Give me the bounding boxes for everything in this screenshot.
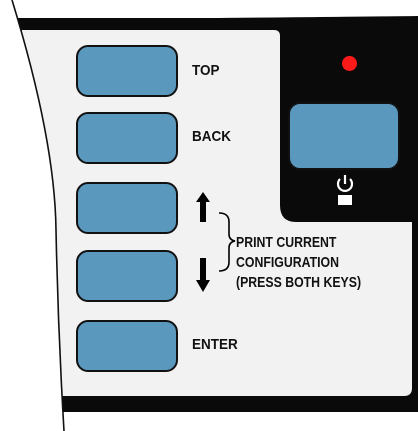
enter-label: ENTER [192, 336, 238, 353]
enter-button[interactable] [76, 320, 178, 372]
down-button[interactable] [76, 250, 178, 302]
back-button[interactable] [76, 112, 178, 164]
back-label: BACK [192, 128, 232, 145]
up-button[interactable] [76, 182, 178, 234]
top-label: TOP [192, 62, 220, 79]
print-configuration-label: PRINT CURRENT CONFIGURATION (PRESS BOTH … [236, 234, 362, 291]
top-button[interactable] [76, 45, 178, 97]
brace-icon [218, 212, 236, 272]
power-button[interactable] [288, 102, 400, 170]
status-led-icon [342, 56, 357, 71]
power-icon [336, 175, 354, 205]
up-arrow-icon [196, 192, 210, 222]
down-arrow-icon [196, 258, 210, 292]
